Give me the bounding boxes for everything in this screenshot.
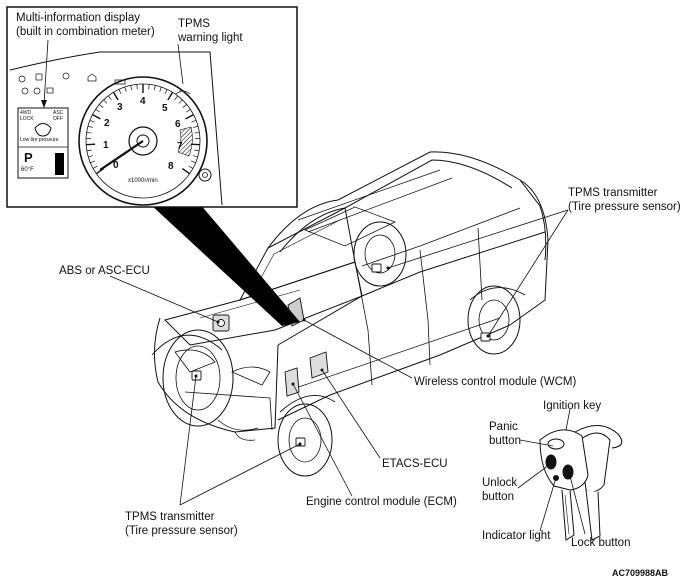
indicator-lamps [18,72,126,95]
combination-meter: ! [9,39,223,206]
tpms-light-label-line2: warning light [178,32,243,44]
tach-digit-1: 1 [103,140,109,151]
tach-tick [181,167,191,175]
abs-asc-ecu [212,314,230,332]
wcm-label: Wireless control module (WCM) [414,376,577,388]
tach-digit-6: 6 [175,119,181,130]
mid-asc-off: ASC OFF [53,110,64,122]
tach-ticks [86,84,200,175]
unlock-button-shape [545,454,557,470]
tach-needle [99,140,144,171]
indicator-light-shape [553,475,559,481]
tpms-light-label-line1: TPMS [178,18,210,30]
mid-4wd-lock: 4WD LOCK [20,110,34,122]
tach-tick [178,99,183,104]
tach-digit-2: 2 [104,118,110,129]
tach-digit-7: 7 [177,141,183,152]
lock-button-shape [562,464,574,480]
zoom-wedge [150,204,300,326]
tach-tick [92,114,101,120]
tach-tick [124,86,127,92]
leader-dots [194,266,490,446]
tpms-tx-front-label-line2: (Tire pressure sensor) [125,525,238,537]
leader-lines [109,209,586,535]
svg-text:!: ! [180,89,181,95]
tach-tick [174,95,178,100]
panic-button-shape [547,438,565,450]
tach-tick [92,165,98,169]
lock-button-label: Lock button [571,537,631,549]
panic-button-label-line2: button [489,435,521,447]
tach-tick [118,89,122,95]
tach-digit-8: 8 [168,161,174,172]
tach-tick [90,160,96,164]
etacs-ecu-label: ETACS-ECU [382,458,448,470]
ignition-key [539,425,623,541]
mid-label-line2: (built in combination meter) [16,26,155,38]
tach-tick [194,149,200,152]
tach-tick [193,125,199,128]
ecm-label: Engine control module (ECM) [306,496,457,508]
tach-tick [186,109,191,113]
tach-tick [87,125,93,128]
tach-tick [153,85,156,91]
rpm-unit: x1000r/min [128,178,158,184]
figure-code: AC709988AB [612,568,669,578]
tach-tick [190,160,196,164]
tach-digit-4: 4 [140,96,146,107]
vehicle-outline [151,151,549,477]
tach-tick [191,120,197,123]
tach-tick [188,165,194,169]
tpms-light-leader [177,43,184,85]
unlock-button-label-line1: Unlock [482,477,518,489]
tpms-tx-front-label-line1: TPMS transmitter [125,511,215,523]
tach-tick [159,86,162,92]
tach-tick [86,131,92,134]
tpms-tx-rear-label-line2: (Tire pressure sensor) [568,201,681,213]
indicator-light-label: Indicator light [482,530,551,542]
unlock-button-label-line2: button [482,491,514,503]
tach-digit-3: 3 [117,102,123,113]
tpms-sensor-front-right [295,437,306,447]
tach-tick [86,149,92,152]
redline-zone [177,126,193,157]
mid-gear: P [24,150,33,165]
tach-tick [108,95,112,100]
tach-tick [103,99,108,104]
mid-label-line1: Multi-information display [16,12,140,24]
tach-tick [167,91,174,101]
tach-tick [95,109,100,113]
mid-temp: 60°F [21,167,34,173]
tach-digit-0: 0 [113,160,119,171]
tpms-warning-light: ! [175,89,191,95]
tach-tick [112,91,119,101]
multi-information-display [17,107,69,179]
tach-tick [164,89,168,95]
tach-tick [130,85,133,91]
tach-tick [136,84,138,90]
abs-ecu-label: ABS or ASC-ECU [59,265,150,277]
mid-leader [43,39,49,105]
tach-tick [190,143,200,146]
tach-tick [194,131,200,134]
ignition-key-label: Ignition key [543,400,602,412]
tach-tick [192,155,198,158]
tach-tick [185,114,194,120]
tach-tick [88,155,94,158]
tach-tick [89,120,95,123]
etacs-ecu [309,351,329,379]
tpms-sensor-spare [371,263,382,273]
tpms-tx-rear-label-line1: TPMS transmitter [568,187,658,199]
tach-tick [86,143,96,146]
tach-tick [182,104,187,108]
low-tire-icon [34,123,52,137]
panic-button-label-line1: Panic [489,421,518,433]
tach-tick [99,104,104,108]
tach-digit-5: 5 [162,103,168,114]
mid-low-pressure: Low tire pressure [20,137,59,143]
tach-tick [148,84,150,90]
